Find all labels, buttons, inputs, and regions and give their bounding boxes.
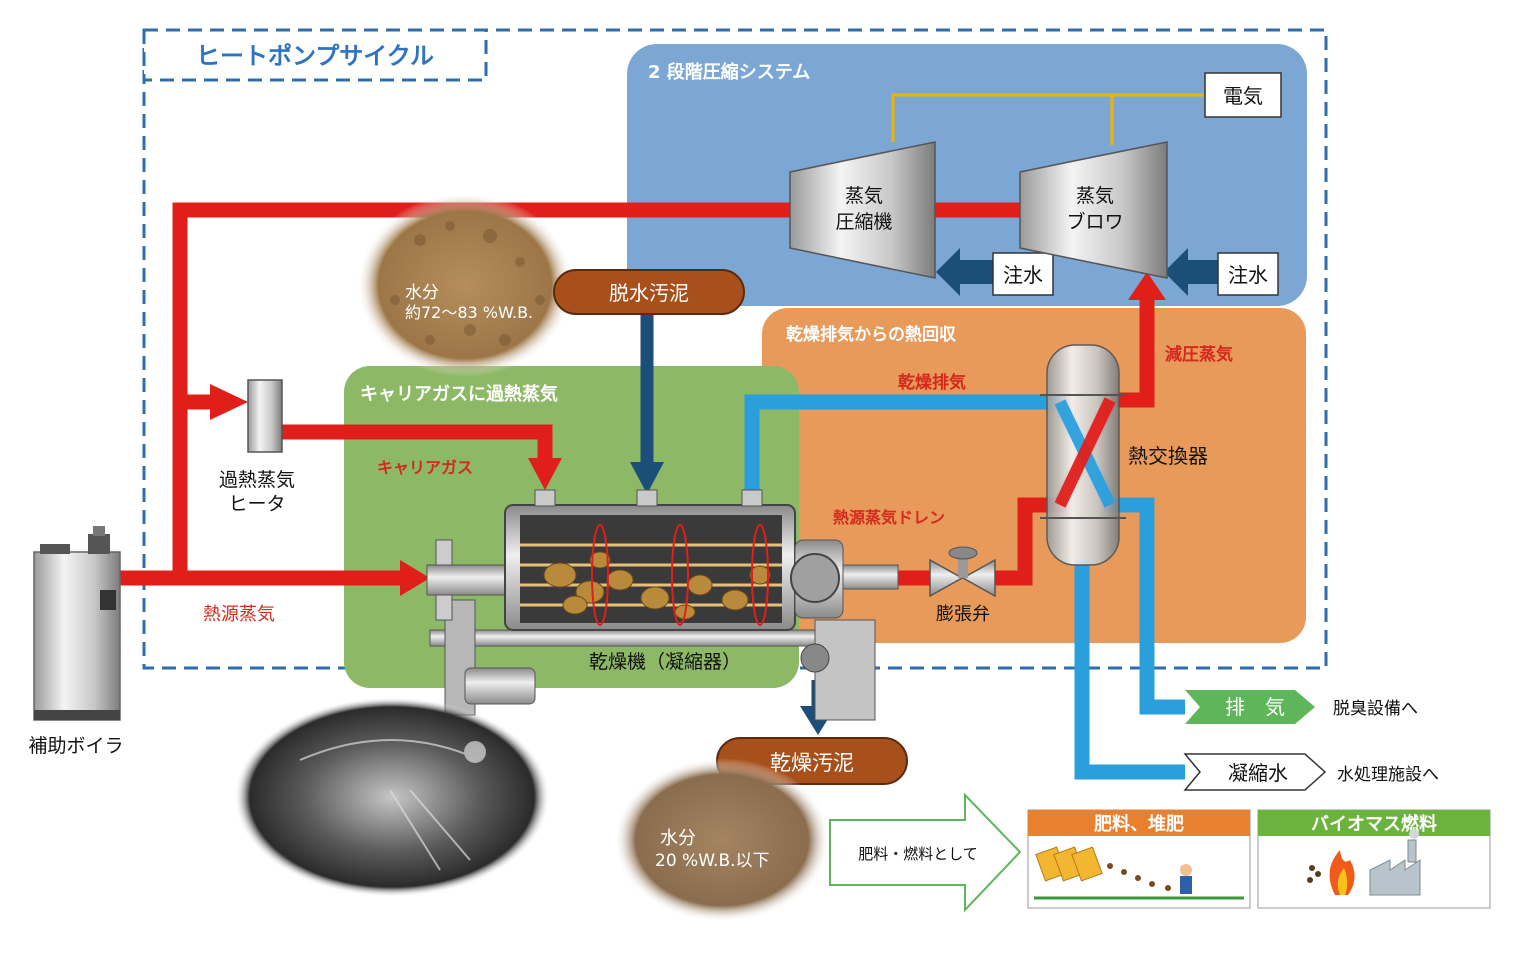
arrow-reduced-steam <box>1128 272 1166 300</box>
heater-label-2: ヒータ <box>228 493 285 515</box>
heat-recovery-panel <box>762 308 1306 643</box>
to-water-treatment-label: 水処理施設へ <box>1337 765 1439 785</box>
dried-sludge-photo <box>614 758 830 922</box>
biomass-box: バイオマス燃料 <box>1257 809 1491 909</box>
moisture-in-label-1: 水分 <box>405 283 439 303</box>
dewatered-sludge-label: 脱水汚泥 <box>609 281 689 305</box>
condensate-label: 凝縮水 <box>1228 761 1288 785</box>
electricity-label: 電気 <box>1223 84 1263 108</box>
to-deodorizer-label: 脱臭設備へ <box>1333 699 1418 719</box>
heat-source-drain-label: 熱源蒸気ドレン <box>833 508 945 527</box>
interior-detail <box>299 739 486 871</box>
arrow-carrier-gas <box>528 458 562 490</box>
compression-system-title: 2 段階圧縮システム <box>648 61 810 83</box>
carrier-gas-title: キャリアガスに過熱蒸気 <box>360 383 558 405</box>
blower-label-1: 蒸気 <box>1076 185 1114 207</box>
exchanger-crossing <box>1054 397 1116 508</box>
carrier-gas-label: キャリアガス <box>377 458 473 477</box>
heat-recovery-title: 乾燥排気からの熱回収 <box>786 324 957 345</box>
electricity-box <box>1204 72 1282 118</box>
heat-pump-boundary <box>142 28 1328 670</box>
moisture-in-label-2: 約72～83 %W.B. <box>405 303 533 322</box>
arrow-to-heater <box>210 384 248 420</box>
dewatered-sludge-photo <box>357 193 573 377</box>
dryer-machine <box>426 489 899 721</box>
water-injection-2: 注水 <box>1164 248 1279 296</box>
steam-blower <box>1019 141 1168 279</box>
compressor-label-2: 圧縮機 <box>835 211 892 233</box>
expansion-valve-label: 膨張弁 <box>936 604 990 625</box>
steam-compressor <box>789 141 936 279</box>
reduced-steam-label: 減圧蒸気 <box>1165 344 1233 365</box>
heat-pump-title: ヒートポンプサイクル <box>196 42 434 70</box>
heat-pump-label-box <box>142 28 488 82</box>
dewatered-sludge-badge <box>553 269 745 315</box>
fertilizer-label: 肥料、堆肥 <box>1093 813 1184 835</box>
dried-sludge-label: 乾燥汚泥 <box>770 751 854 775</box>
sludge-texture <box>390 221 545 346</box>
fertilizer-box: 肥料、堆肥 <box>1027 809 1251 909</box>
expansion-valve <box>929 546 996 598</box>
utilization-arrow <box>829 792 1022 913</box>
dryer-label: 乾燥機（凝縮器） <box>589 651 741 673</box>
biomass-label: バイオマス燃料 <box>1311 813 1437 835</box>
arrow-heat-source <box>400 560 430 596</box>
dryer-interior-photo <box>234 697 550 897</box>
electric-lines <box>891 93 1205 145</box>
heat-exchanger-label: 熱交換器 <box>1128 444 1208 468</box>
utilization-label: 肥料・燃料として <box>858 845 978 863</box>
moisture-out-label-2: 20 %W.B.以下 <box>655 851 770 871</box>
exhaust-output-arrow <box>1185 690 1315 724</box>
water-injection-label-1: 注水 <box>1003 263 1043 287</box>
arrow-sludge-in <box>630 462 664 494</box>
water-injection-1: 注水 <box>936 248 1054 296</box>
dryer-exhaust-label: 乾燥排気 <box>898 372 966 393</box>
superheated-steam-heater <box>247 379 283 453</box>
condensate-output-arrow <box>1183 753 1327 791</box>
heater-label-1: 過熱蒸気 <box>219 469 295 491</box>
moisture-out-label-1: 水分 <box>660 828 696 849</box>
heat-source-steam-label: 熱源蒸気 <box>203 604 275 625</box>
compressor-label-1: 蒸気 <box>845 185 883 207</box>
blower-label-2: ブロワ <box>1066 210 1123 233</box>
exhaust-label: 排 気 <box>1225 695 1285 719</box>
water-injection-label-2: 注水 <box>1228 263 1268 287</box>
auxiliary-boiler <box>33 526 121 721</box>
aux-boiler-label: 補助ボイラ <box>28 735 123 757</box>
